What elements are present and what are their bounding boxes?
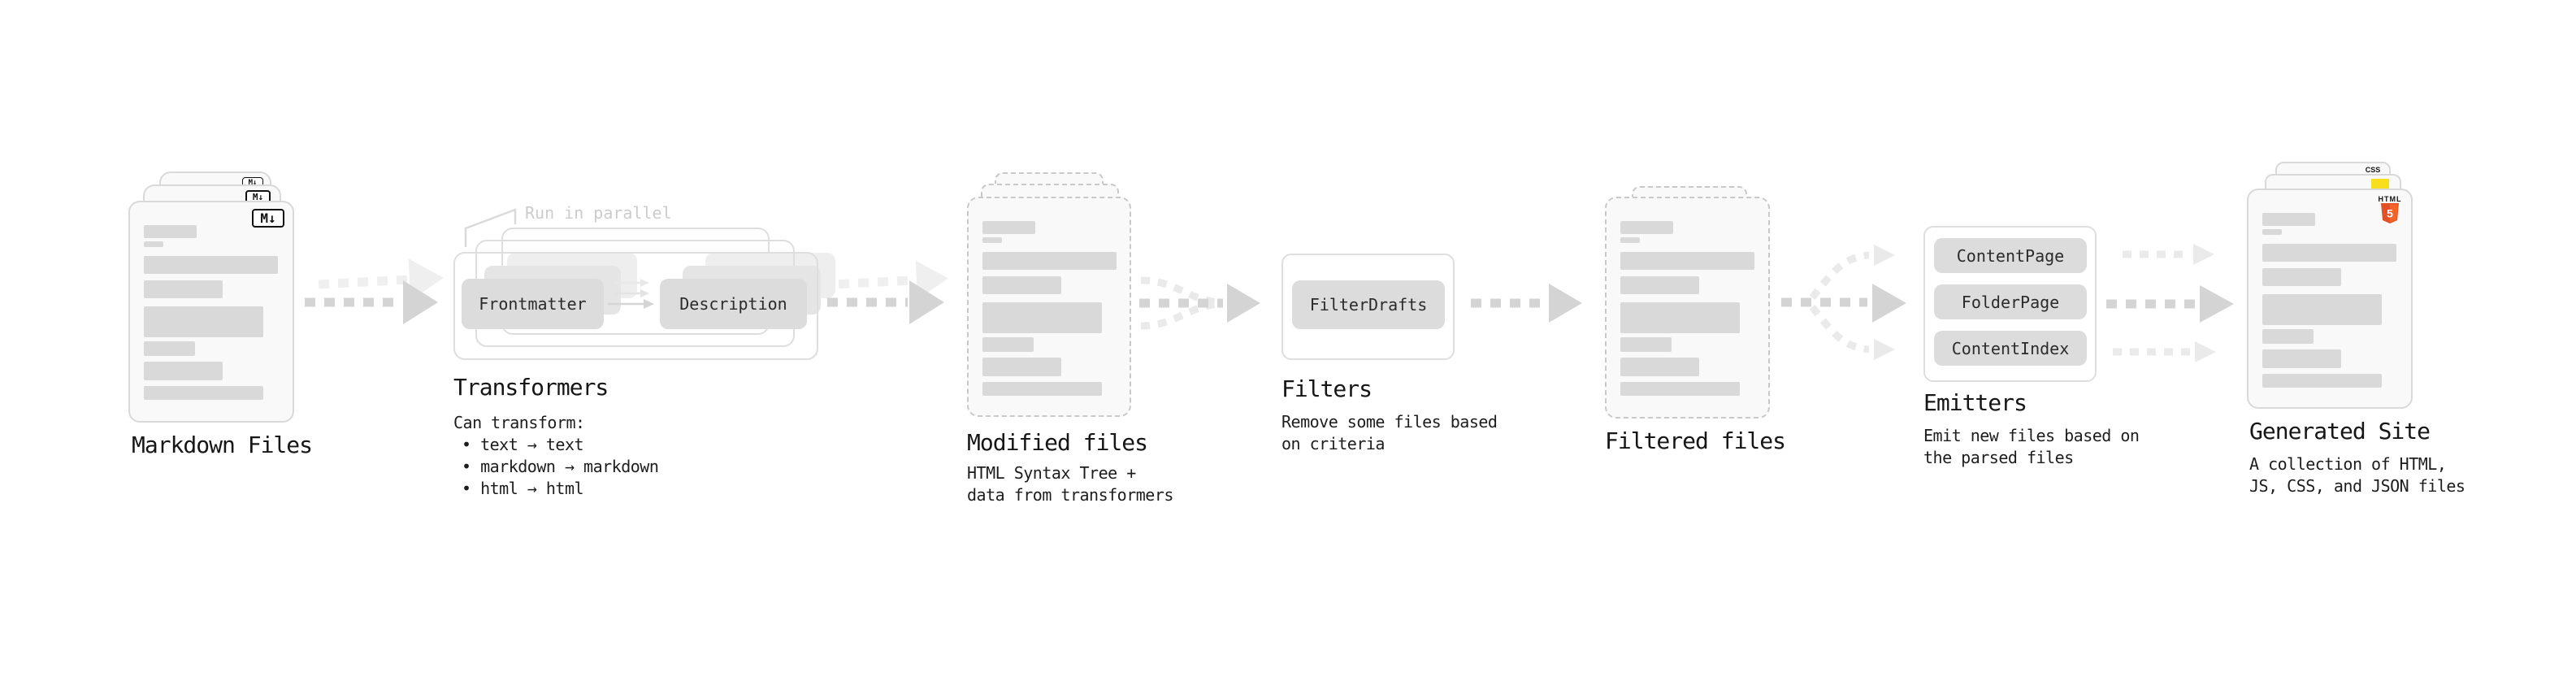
doc-content-bar <box>144 386 263 400</box>
folderpage-chip: FolderPage <box>1934 284 2087 319</box>
arrow-ghost <box>318 258 444 301</box>
doc-content-bar <box>144 362 223 380</box>
arrow-modified-to-filters <box>1139 276 1260 330</box>
doc-content-bar <box>2262 244 2396 262</box>
stage-label: Generated Site <box>2249 418 2431 445</box>
doc-content-bar <box>2262 268 2341 286</box>
doc-content-bar <box>982 221 1035 234</box>
doc-content-bar <box>1620 252 1754 270</box>
doc-content-bar <box>982 337 1034 352</box>
stage-label: Modified files <box>967 429 1148 456</box>
document-card: HTML 5 <box>2247 189 2413 409</box>
doc-content-bar <box>982 276 1061 294</box>
html5-shield: 5 <box>2381 203 2399 223</box>
caption-line: the parsed files <box>1923 448 2074 467</box>
doc-content-bar <box>1620 237 1640 243</box>
stage-caption: Can transform: <box>453 413 585 432</box>
frontmatter-chip: Frontmatter <box>462 279 604 329</box>
doc-content-bar <box>2262 294 2382 325</box>
run-in-parallel-annotation: Run in parallel <box>525 203 672 223</box>
markdown-icon: M↓ <box>252 209 284 228</box>
caption-line: Emit new files based on <box>1923 426 2140 445</box>
js-icon <box>2371 179 2389 189</box>
doc-content-bar <box>144 241 163 247</box>
svg-text:5: 5 <box>2387 207 2393 220</box>
doc-content-bar <box>2262 213 2315 226</box>
transformer-box <box>453 252 818 360</box>
doc-content-bar <box>1620 302 1740 333</box>
caption-line: HTML Syntax Tree + <box>967 463 1136 483</box>
caption-bullet: • markdown → markdown <box>462 457 659 476</box>
stage-label: Emitters <box>1923 389 2027 416</box>
doc-content-bar <box>1620 221 1673 234</box>
description-chip: Description <box>660 279 807 329</box>
arrow-transformers-to-modified <box>827 280 944 324</box>
doc-content-bar <box>982 358 1061 376</box>
doc-content-bar <box>2262 349 2341 368</box>
doc-content-bar <box>144 341 195 356</box>
doc-content-bar <box>1620 358 1699 376</box>
doc-content-bar <box>144 306 263 337</box>
doc-content-bar <box>982 382 1102 396</box>
arrow-ghost <box>838 260 948 300</box>
doc-content-bar <box>982 252 1117 270</box>
stage-label: Transformers <box>453 374 609 401</box>
doc-content-bar <box>144 225 197 238</box>
contentindex-chip: ContentIndex <box>1934 331 2087 366</box>
doc-content-bar <box>144 280 223 298</box>
stage-label: Filtered files <box>1605 427 1786 454</box>
stage-label: Markdown Files <box>132 432 313 458</box>
markdown-icon: M↓ <box>245 190 271 203</box>
arrow-filters-to-filtered <box>1471 284 1582 323</box>
doc-content-bar <box>1620 276 1699 294</box>
html5-badge-text: HTML <box>2378 195 2402 203</box>
doc-content-bar <box>144 256 278 274</box>
arrow-emitters-to-generated <box>2106 244 2234 362</box>
html5-icon: HTML 5 <box>2378 195 2402 228</box>
caption-line: Remove some files based <box>1281 412 1498 432</box>
doc-content-bar <box>1620 337 1672 352</box>
arrow-filtered-to-emitters <box>1781 245 1906 360</box>
arrow-markdown-to-transformers <box>305 280 438 324</box>
doc-content-bar <box>982 237 1002 243</box>
doc-content-bar <box>2262 229 2282 235</box>
doc-content-bar <box>1620 382 1740 396</box>
caption-bullet: • text → text <box>462 435 584 454</box>
doc-content-bar <box>2262 329 2314 344</box>
css-badge-text: CSS <box>2365 166 2381 174</box>
contentpage-chip: ContentPage <box>1934 238 2087 273</box>
caption-line: on criteria <box>1281 434 1385 453</box>
document-card: M↓ <box>128 201 294 423</box>
doc-content-bar <box>2262 374 2382 388</box>
filterdrafts-chip: FilterDrafts <box>1292 280 1445 329</box>
caption-bullet: • html → html <box>462 479 584 498</box>
caption-line: JS, CSS, and JSON files <box>2249 476 2465 496</box>
caption-line: data from transformers <box>967 485 1173 505</box>
stage-label: Filters <box>1281 375 1373 402</box>
document-card <box>1605 197 1770 419</box>
doc-content-bar <box>982 302 1102 333</box>
caption-line: A collection of HTML, <box>2249 454 2447 474</box>
document-card <box>967 197 1131 417</box>
